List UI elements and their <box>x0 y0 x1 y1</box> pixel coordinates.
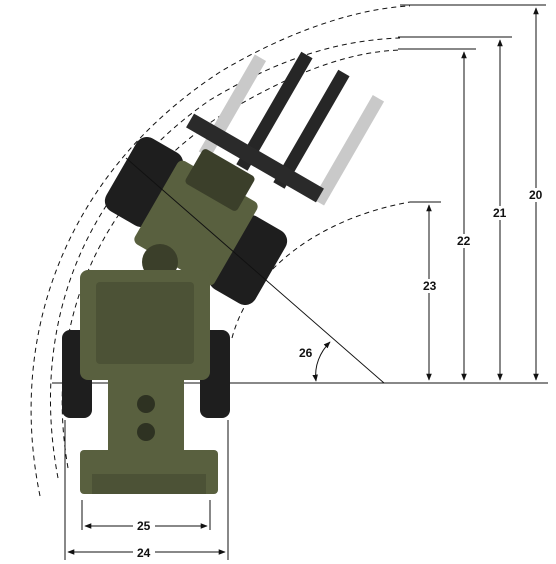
width-extension-lines <box>64 420 229 560</box>
rear-body-panel <box>96 282 194 364</box>
angle-arc-26 <box>312 341 331 382</box>
forklift-vehicle <box>62 51 385 494</box>
extension-lines <box>398 4 546 203</box>
label-21: 21 <box>493 206 507 220</box>
inner-turning-arc <box>231 201 411 339</box>
fork-dark-left <box>236 51 313 171</box>
fork-carriage <box>186 113 324 203</box>
rear-cap-top <box>137 395 155 413</box>
label-24: 24 <box>137 546 151 560</box>
front-right-tire <box>208 215 288 305</box>
label-23: 23 <box>423 279 437 293</box>
label-22: 22 <box>457 234 471 248</box>
label-26: 26 <box>299 346 313 360</box>
label-20: 20 <box>529 188 543 202</box>
counterweight-lower <box>92 474 206 494</box>
outer-turning-arc <box>30 5 411 497</box>
fork-dark-right <box>273 69 350 189</box>
front-left-tire <box>104 137 184 227</box>
rear-cap-bottom <box>137 423 155 441</box>
pivot-line <box>125 157 385 384</box>
fork-light-right <box>312 95 385 206</box>
mast-block <box>185 149 255 211</box>
label-25: 25 <box>137 519 151 533</box>
second-turning-arc <box>49 37 401 479</box>
